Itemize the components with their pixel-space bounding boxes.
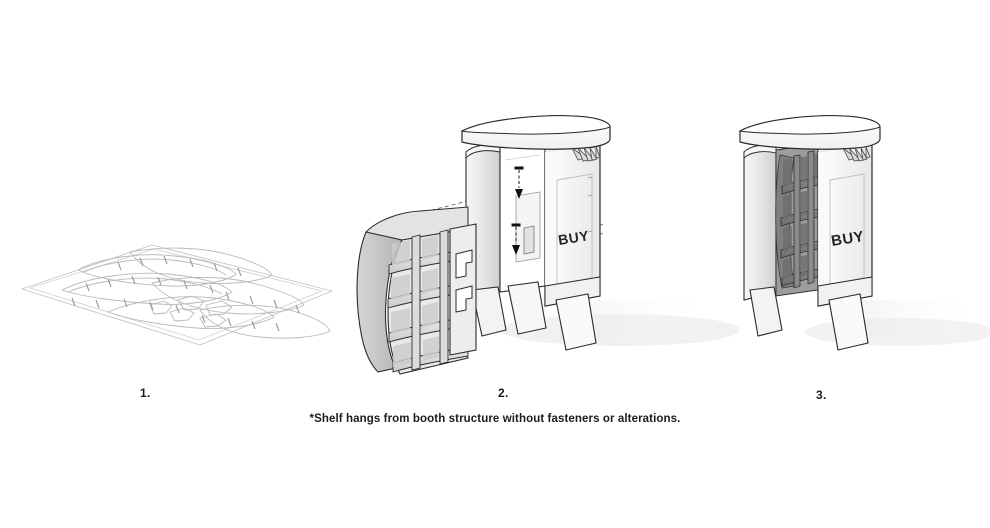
assembled-top-cap [738,115,881,162]
buy-label-step2: BUY [557,227,590,248]
buy-label-step3: BUY [830,228,865,250]
step-number-3: 3. [816,388,827,402]
assembled-interior-shelf [775,143,819,297]
fan-support-ribs [571,146,601,162]
step2-exploded-assembly: BUY [356,115,611,375]
insertion-arrow-bottom [511,223,521,255]
footnote-caption: *Shelf hangs from booth structure withou… [309,413,681,425]
step-number-2: 2. [498,386,509,400]
booth-top-cap [460,115,611,162]
assembled-front-buy-panel: BUY [817,142,873,351]
step-number-1: 1. [140,386,151,400]
assembled-fan-ribs [842,146,871,162]
curved-grid-shelf [356,206,477,375]
insertion-arrow-top [514,166,524,199]
booth-front-buy-panel: BUY [544,142,601,351]
step3-assembled-unit: BUY [738,115,881,351]
shelf-hook-plate [449,223,477,356]
insertion-arrows [511,166,524,255]
booth-center-panel [499,138,547,335]
step1-die-cut-sheet [21,244,333,346]
